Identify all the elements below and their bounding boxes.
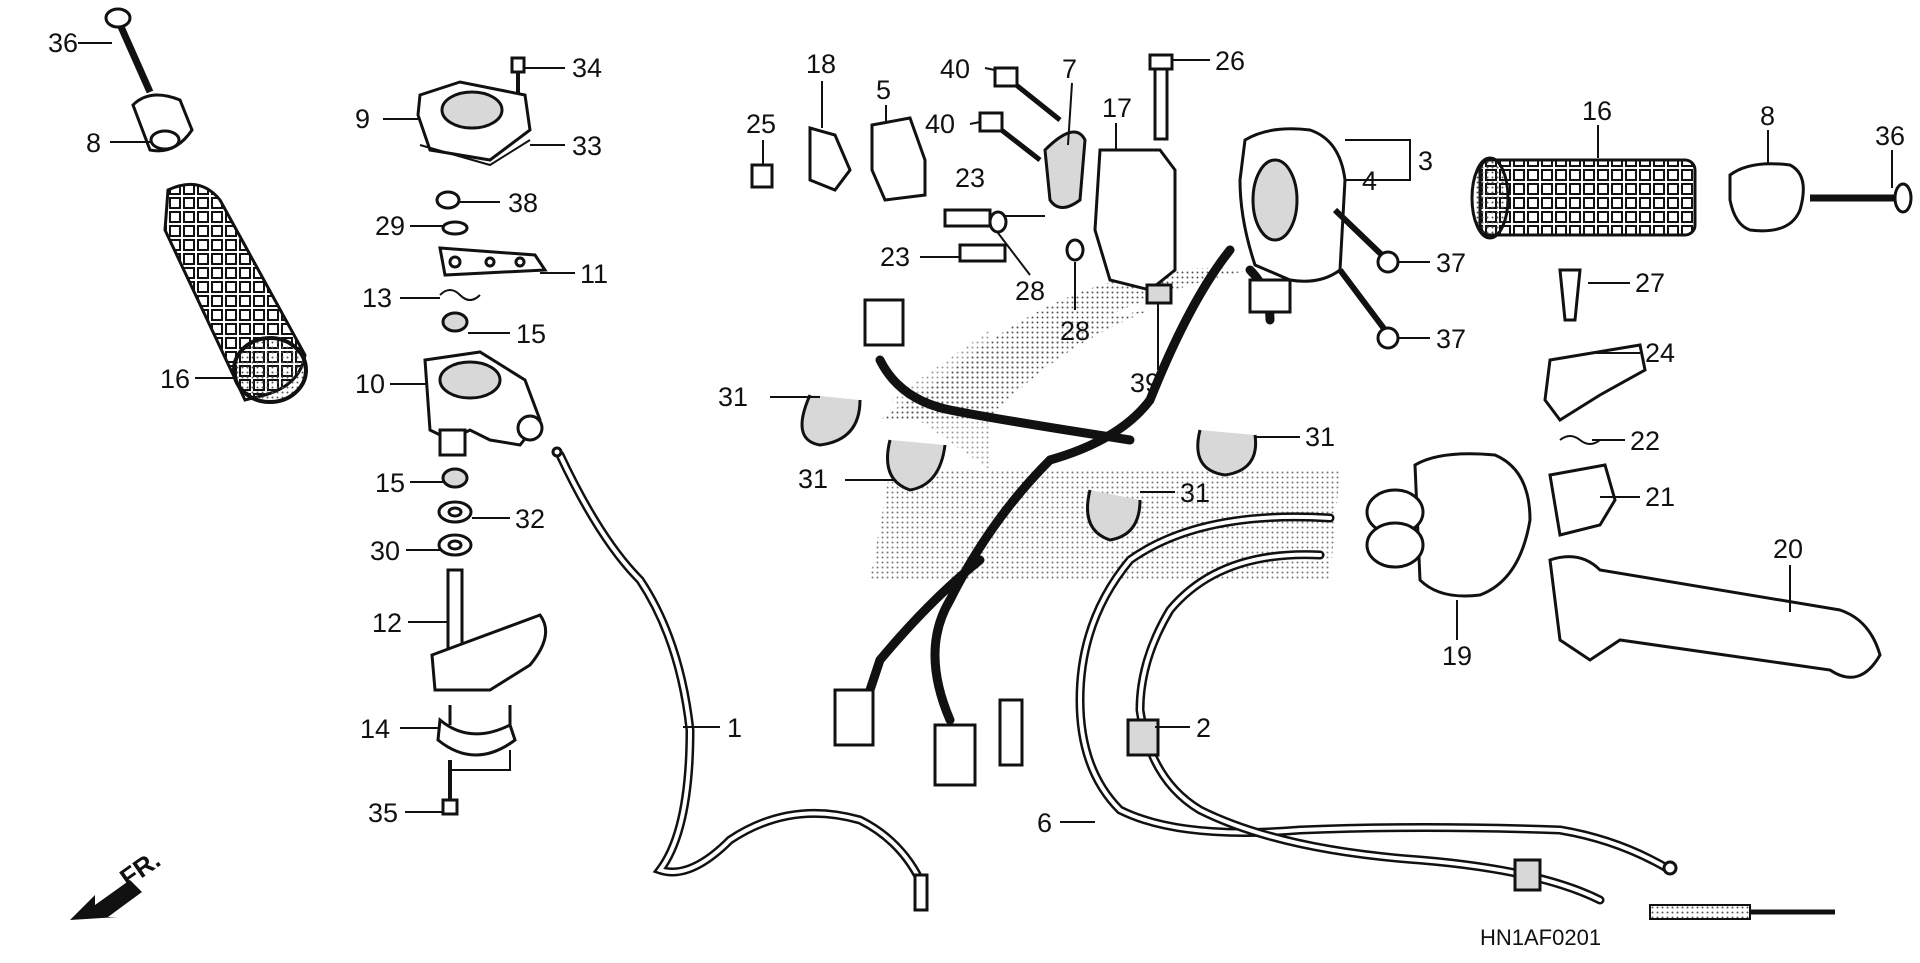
callout-3: 3 (1418, 146, 1433, 176)
callout-30: 30 (370, 536, 400, 566)
brake-lever (1548, 555, 1882, 679)
callout-36: 36 (48, 28, 78, 58)
callout-21: 21 (1645, 482, 1675, 512)
callout-2: 2 (1196, 713, 1211, 743)
callout-31-a: 31 (718, 382, 748, 412)
callout-8-right: 8 (1760, 101, 1775, 131)
right-grip-assembly (1470, 156, 1913, 240)
drawing-code: HN1AF0201 (1480, 925, 1601, 950)
callout-39: 39 (1130, 368, 1160, 398)
callout-40: 40 (940, 54, 970, 84)
callout-18: 18 (806, 49, 836, 79)
callout-20: 20 (1773, 534, 1803, 564)
switch-cluster-and-harness (750, 53, 1400, 787)
callout-4: 4 (1362, 166, 1377, 196)
callout-23-lower: 23 (880, 242, 910, 272)
callout-24: 24 (1645, 338, 1675, 368)
callout-12: 12 (372, 608, 402, 638)
callout-28: 28 (1015, 276, 1045, 306)
callout-28-lower: 28 (1060, 316, 1090, 346)
brake-lever-assembly (1543, 268, 1882, 679)
callout-31-b: 31 (798, 464, 828, 494)
front-direction-label: FR. (114, 844, 166, 893)
callout-13: 13 (362, 283, 392, 313)
callout-37-lower: 37 (1436, 324, 1466, 354)
callout-32: 32 (515, 504, 545, 534)
callout-37: 37 (1436, 248, 1466, 278)
callout-9: 9 (355, 104, 370, 134)
throttle-cable-1 (551, 446, 929, 912)
callout-26: 26 (1215, 46, 1245, 76)
callout-15: 15 (516, 319, 546, 349)
callout-40-lower: 40 (925, 109, 955, 139)
callout-leaders (78, 42, 1893, 823)
callout-31-c: 31 (1180, 478, 1210, 508)
callout-8: 8 (86, 128, 101, 158)
callout-27: 27 (1635, 268, 1665, 298)
callout-22: 22 (1630, 426, 1660, 456)
callout-33: 33 (572, 131, 602, 161)
callout-17: 17 (1102, 93, 1132, 123)
callout-15-lower: 15 (375, 468, 405, 498)
right-grip (1478, 158, 1697, 237)
bar-end-weight-right (1728, 162, 1805, 233)
callout-23: 23 (955, 163, 985, 193)
callout-16: 16 (160, 364, 190, 394)
callout-10: 10 (355, 369, 385, 399)
front-direction-arrow: FR. (70, 844, 166, 920)
callout-35: 35 (368, 798, 398, 828)
callout-14: 14 (360, 714, 390, 744)
callout-36-right: 36 (1875, 121, 1905, 151)
callout-34: 34 (572, 53, 602, 83)
callout-19: 19 (1442, 641, 1472, 671)
callout-5: 5 (876, 75, 891, 105)
callout-6: 6 (1037, 808, 1052, 838)
callout-numbers: 36 8 16 9 34 33 38 29 11 13 15 10 15 32 … (48, 28, 1905, 838)
callout-25: 25 (746, 109, 776, 139)
callout-31-d: 31 (1305, 422, 1335, 452)
brake-cables (1075, 512, 1835, 920)
cover-19 (1365, 452, 1532, 598)
callout-11: 11 (580, 259, 608, 289)
throttle-lever (430, 613, 548, 692)
callout-1: 1 (727, 713, 742, 743)
bolt-36-head (104, 7, 132, 29)
callout-7: 7 (1062, 54, 1077, 84)
left-grip-assembly (104, 7, 308, 404)
callout-16-right: 16 (1582, 96, 1612, 126)
throttle-housing-assembly (416, 56, 548, 816)
callout-29: 29 (375, 211, 405, 241)
callout-38: 38 (508, 188, 538, 218)
